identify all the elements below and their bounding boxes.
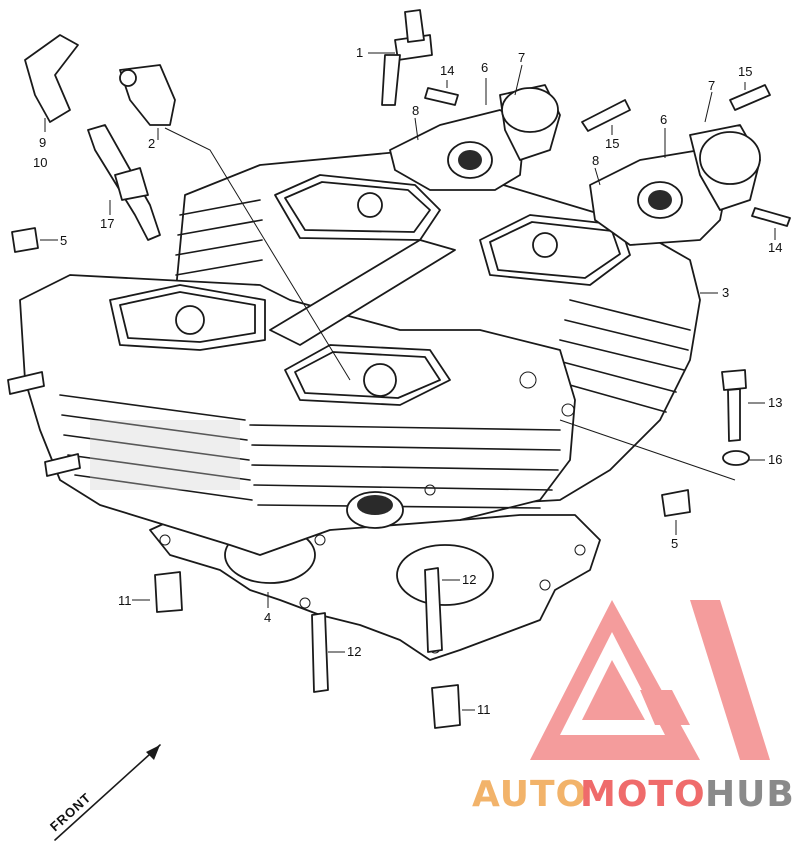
callout-6b: 6	[660, 112, 667, 127]
part-2-fitting	[119, 64, 176, 126]
callout-5a: 5	[60, 233, 67, 248]
part-15-bolt-b	[729, 84, 771, 111]
callout-5b: 5	[671, 536, 678, 551]
part-16-washer	[722, 450, 750, 466]
part-5-nut-b	[661, 489, 691, 517]
part-15-bolt-a	[581, 99, 631, 132]
callout-11a: 11	[118, 593, 132, 608]
intake-pipe-right	[589, 124, 761, 246]
callout-9: 9	[39, 135, 46, 150]
callout-8a: 8	[412, 103, 419, 118]
part-11-dowel-b	[431, 684, 461, 729]
callout-12b: 12	[347, 644, 361, 659]
watermark-auto: AUTO	[472, 774, 587, 815]
callout-3: 3	[722, 285, 729, 300]
watermark-moto: MOTO	[580, 774, 706, 815]
watermark-text: AUTO MOTO HUB	[472, 774, 795, 815]
callout-2: 2	[148, 136, 155, 151]
callout-15b: 15	[738, 64, 752, 79]
front-direction-indicator: FRONT	[47, 744, 161, 841]
part-5-nut-a	[11, 227, 39, 253]
callout-11b: 11	[477, 702, 491, 717]
part-17-spark-plug	[87, 124, 161, 241]
callout-14a: 14	[440, 63, 454, 78]
callout-1: 1	[356, 45, 363, 60]
callout-labels: 1 2 3 4 5 5 6 6 7 7 8 8 9 10 11 11 12 12…	[33, 45, 782, 717]
part-12-stud-a	[424, 567, 443, 653]
part-9-elbow	[24, 34, 79, 123]
callout-7b: 7	[708, 78, 715, 93]
part-1-bolt	[381, 9, 433, 106]
callout-4: 4	[264, 610, 271, 625]
callout-17: 17	[100, 216, 114, 231]
intake-pipe-left	[389, 84, 561, 191]
part-12-stud-b	[311, 612, 329, 693]
callout-14b: 14	[768, 240, 782, 255]
callout-15a: 15	[605, 136, 619, 151]
leader-lines	[40, 52, 776, 711]
watermark-logo	[530, 600, 770, 760]
part-13-bolt	[721, 369, 747, 442]
callout-7a: 7	[518, 50, 525, 65]
callout-16: 16	[768, 452, 782, 467]
part-14-bolt-a	[424, 87, 459, 106]
part-11-dowel-a	[154, 571, 183, 613]
cylinder-head	[7, 149, 701, 556]
callout-12a: 12	[462, 572, 476, 587]
part-14-bolt-b	[751, 207, 791, 227]
callout-8b: 8	[592, 153, 599, 168]
watermark-hub: HUB	[705, 774, 795, 815]
callout-6a: 6	[481, 60, 488, 75]
callout-13: 13	[768, 395, 782, 410]
callout-10: 10	[33, 155, 47, 170]
